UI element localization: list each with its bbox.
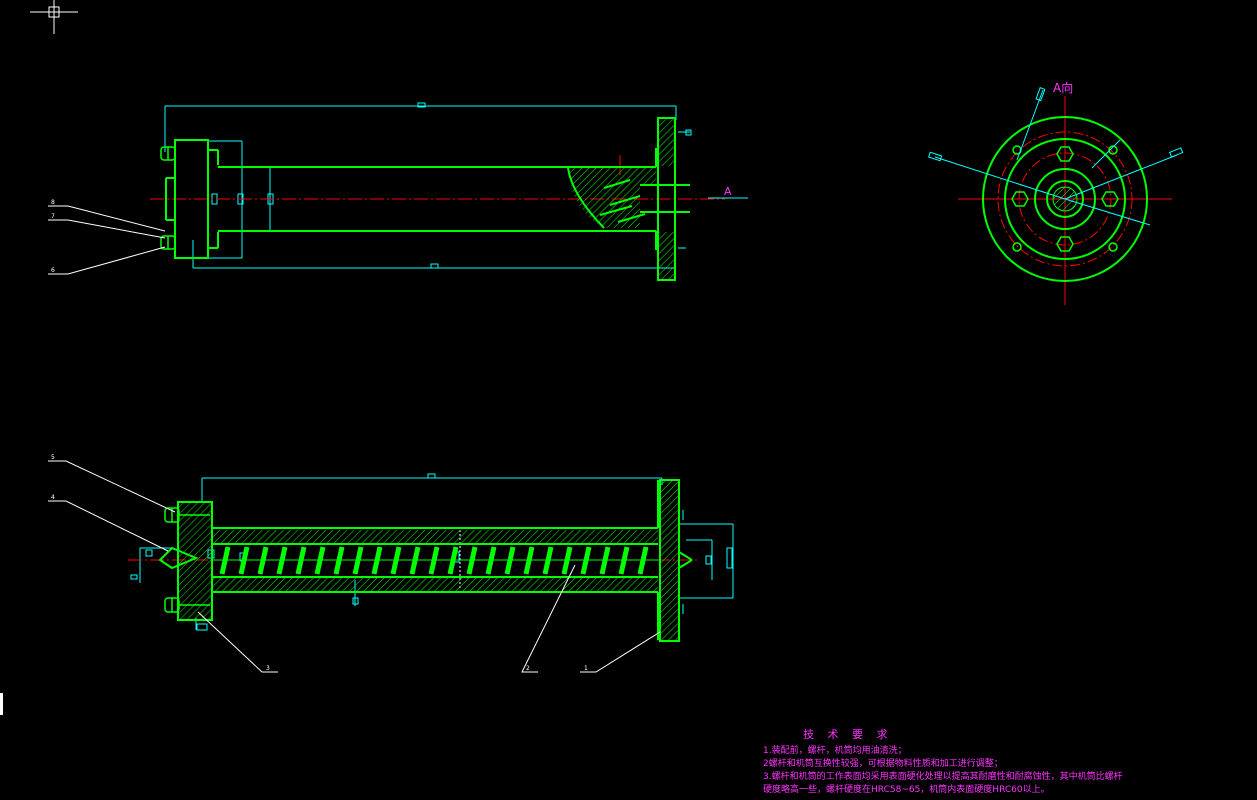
- screw-flight: [523, 546, 535, 575]
- balloon-7: 7: [51, 213, 55, 220]
- screw-flight: [238, 546, 250, 575]
- screw-flight: [219, 546, 231, 575]
- view-a-label: A向: [1053, 80, 1073, 95]
- balloon-2: 2: [526, 665, 530, 672]
- balloon-5: 5: [51, 454, 55, 461]
- balloon-1: 1: [584, 665, 588, 672]
- screw-flight: [295, 546, 307, 575]
- top-view-bolts: [160, 146, 176, 250]
- technical-requirements: 技 术 要 求 1.装配前，螺杆，机筒均用油清洗； 2螺杆和机筒互换性较强，可根…: [763, 728, 1243, 797]
- note-line-4: 硬度略高一些，螺杆硬度在HRC58~65，机筒内表面硬度HRC60以上。: [763, 785, 1050, 795]
- screw-flight-blades: [219, 546, 649, 575]
- text-cursor: [0, 693, 3, 715]
- screw-flight: [333, 546, 345, 575]
- screw-flight: [447, 546, 459, 575]
- bottom-section-view: 5 4 3 2 1: [48, 454, 734, 673]
- balloon-6: 6: [51, 267, 55, 274]
- screw-flight: [637, 546, 649, 575]
- note-line-2: 2螺杆和机筒互换性较强，可根据物料性质和加工进行调整；: [763, 759, 1003, 769]
- screw-flight: [485, 546, 497, 575]
- screw-flight: [542, 546, 554, 575]
- view-a-flange: A向: [928, 80, 1184, 305]
- note-line-1: 1.装配前，螺杆，机筒均用油清洗；: [763, 746, 907, 756]
- top-view-outline: [165, 117, 690, 281]
- top-view-leaders: [48, 205, 166, 275]
- screw-flight: [409, 546, 421, 575]
- screw-flight: [561, 546, 573, 575]
- screw-flight: [466, 546, 478, 575]
- screw-flight: [580, 546, 592, 575]
- view-a-dimensions: [928, 87, 1184, 226]
- ucs-crosshair-icon: [30, 0, 78, 34]
- screw-flight: [618, 546, 630, 575]
- balloon-4: 4: [51, 494, 55, 501]
- note-line-3: 3.螺杆和机筒的工作表面均采用表面硬化处理以提高其耐磨性和耐腐蚀性，其中机筒比螺…: [763, 772, 1123, 782]
- screw-flight: [371, 546, 383, 575]
- screw-flight: [276, 546, 288, 575]
- section-mark-a: A: [724, 185, 732, 198]
- bottom-view-leaders: [48, 460, 661, 673]
- screw-flight: [314, 546, 326, 575]
- bottom-view-bolts: [164, 507, 210, 613]
- screw-flight: [352, 546, 364, 575]
- screw-flight: [390, 546, 402, 575]
- screw-flight: [504, 546, 516, 575]
- notes-title: 技 术 要 求: [803, 728, 893, 741]
- screw-flight: [599, 546, 611, 575]
- balloon-8: 8: [51, 199, 55, 206]
- top-section-view: A 8 7 6: [48, 102, 748, 281]
- screw-flight: [257, 546, 269, 575]
- balloon-3: 3: [266, 665, 270, 672]
- screw-flight: [428, 546, 440, 575]
- bottom-view-outline: [158, 479, 693, 642]
